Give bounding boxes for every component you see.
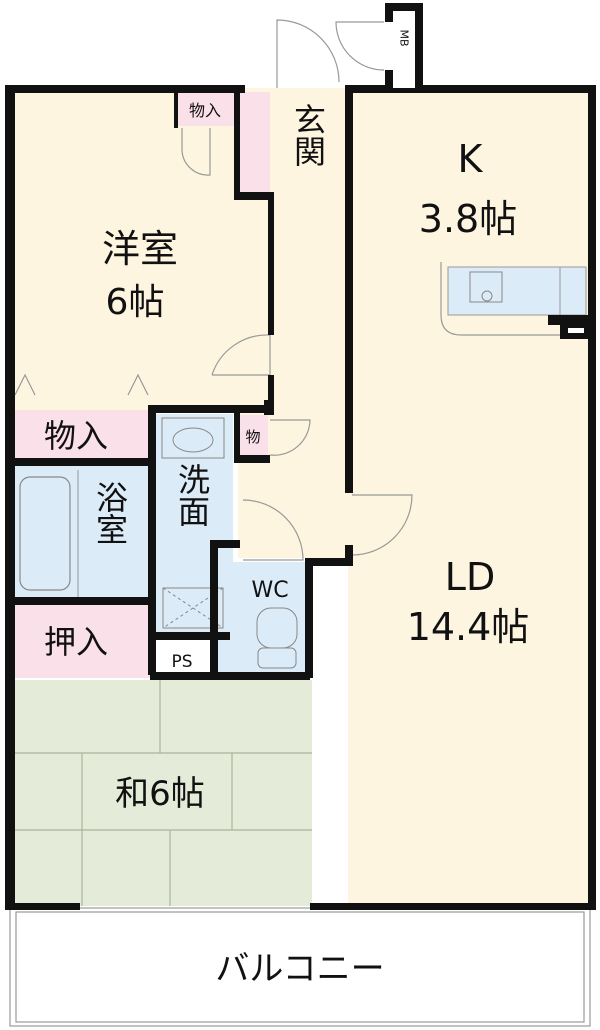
oshiire-label: 押入 bbox=[44, 623, 108, 661]
balcony-label: バルコニー bbox=[215, 949, 384, 989]
ps-label: PS bbox=[171, 652, 192, 672]
kitchen-size: 3.8帖 bbox=[419, 197, 517, 241]
bath-label: 浴室 bbox=[91, 481, 129, 545]
bathtub bbox=[19, 470, 79, 598]
ld-size: 14.4帖 bbox=[407, 605, 530, 649]
bathroom bbox=[10, 466, 150, 600]
closet-mid-label: 物入 bbox=[44, 417, 108, 455]
western-room bbox=[10, 88, 272, 410]
toilet bbox=[256, 607, 298, 669]
closet-top-label: 物入 bbox=[189, 101, 221, 120]
japanese-room-label: 和6帖 bbox=[115, 774, 205, 814]
closet-small bbox=[238, 415, 268, 457]
sink bbox=[161, 417, 225, 459]
tatami-lines bbox=[10, 680, 312, 906]
closet-mid bbox=[10, 410, 150, 460]
closet-top bbox=[176, 92, 234, 126]
entrance-label: 玄関 bbox=[289, 103, 327, 167]
western-room-name: 洋室 bbox=[102, 227, 178, 271]
mb-label: MB bbox=[398, 29, 411, 46]
wc-room bbox=[216, 562, 308, 674]
japanese-room bbox=[10, 680, 312, 906]
closet-small-label: 物 bbox=[245, 428, 260, 446]
walls bbox=[5, 3, 596, 910]
mb-box bbox=[393, 11, 415, 88]
western-room-size: 6帖 bbox=[106, 282, 165, 323]
oshiire bbox=[10, 604, 150, 678]
ld-name: LD bbox=[445, 555, 495, 599]
shoe-cabinet bbox=[238, 92, 270, 196]
washroom-label: 洗面 bbox=[173, 463, 211, 527]
kitchen-ld bbox=[348, 88, 590, 908]
doors bbox=[14, 19, 413, 561]
kitchen-name: K bbox=[458, 137, 484, 181]
wc-label: WC bbox=[251, 578, 288, 603]
kitchen-counter bbox=[440, 262, 590, 339]
ps-shaft bbox=[155, 645, 211, 673]
balcony bbox=[9, 907, 591, 1027]
